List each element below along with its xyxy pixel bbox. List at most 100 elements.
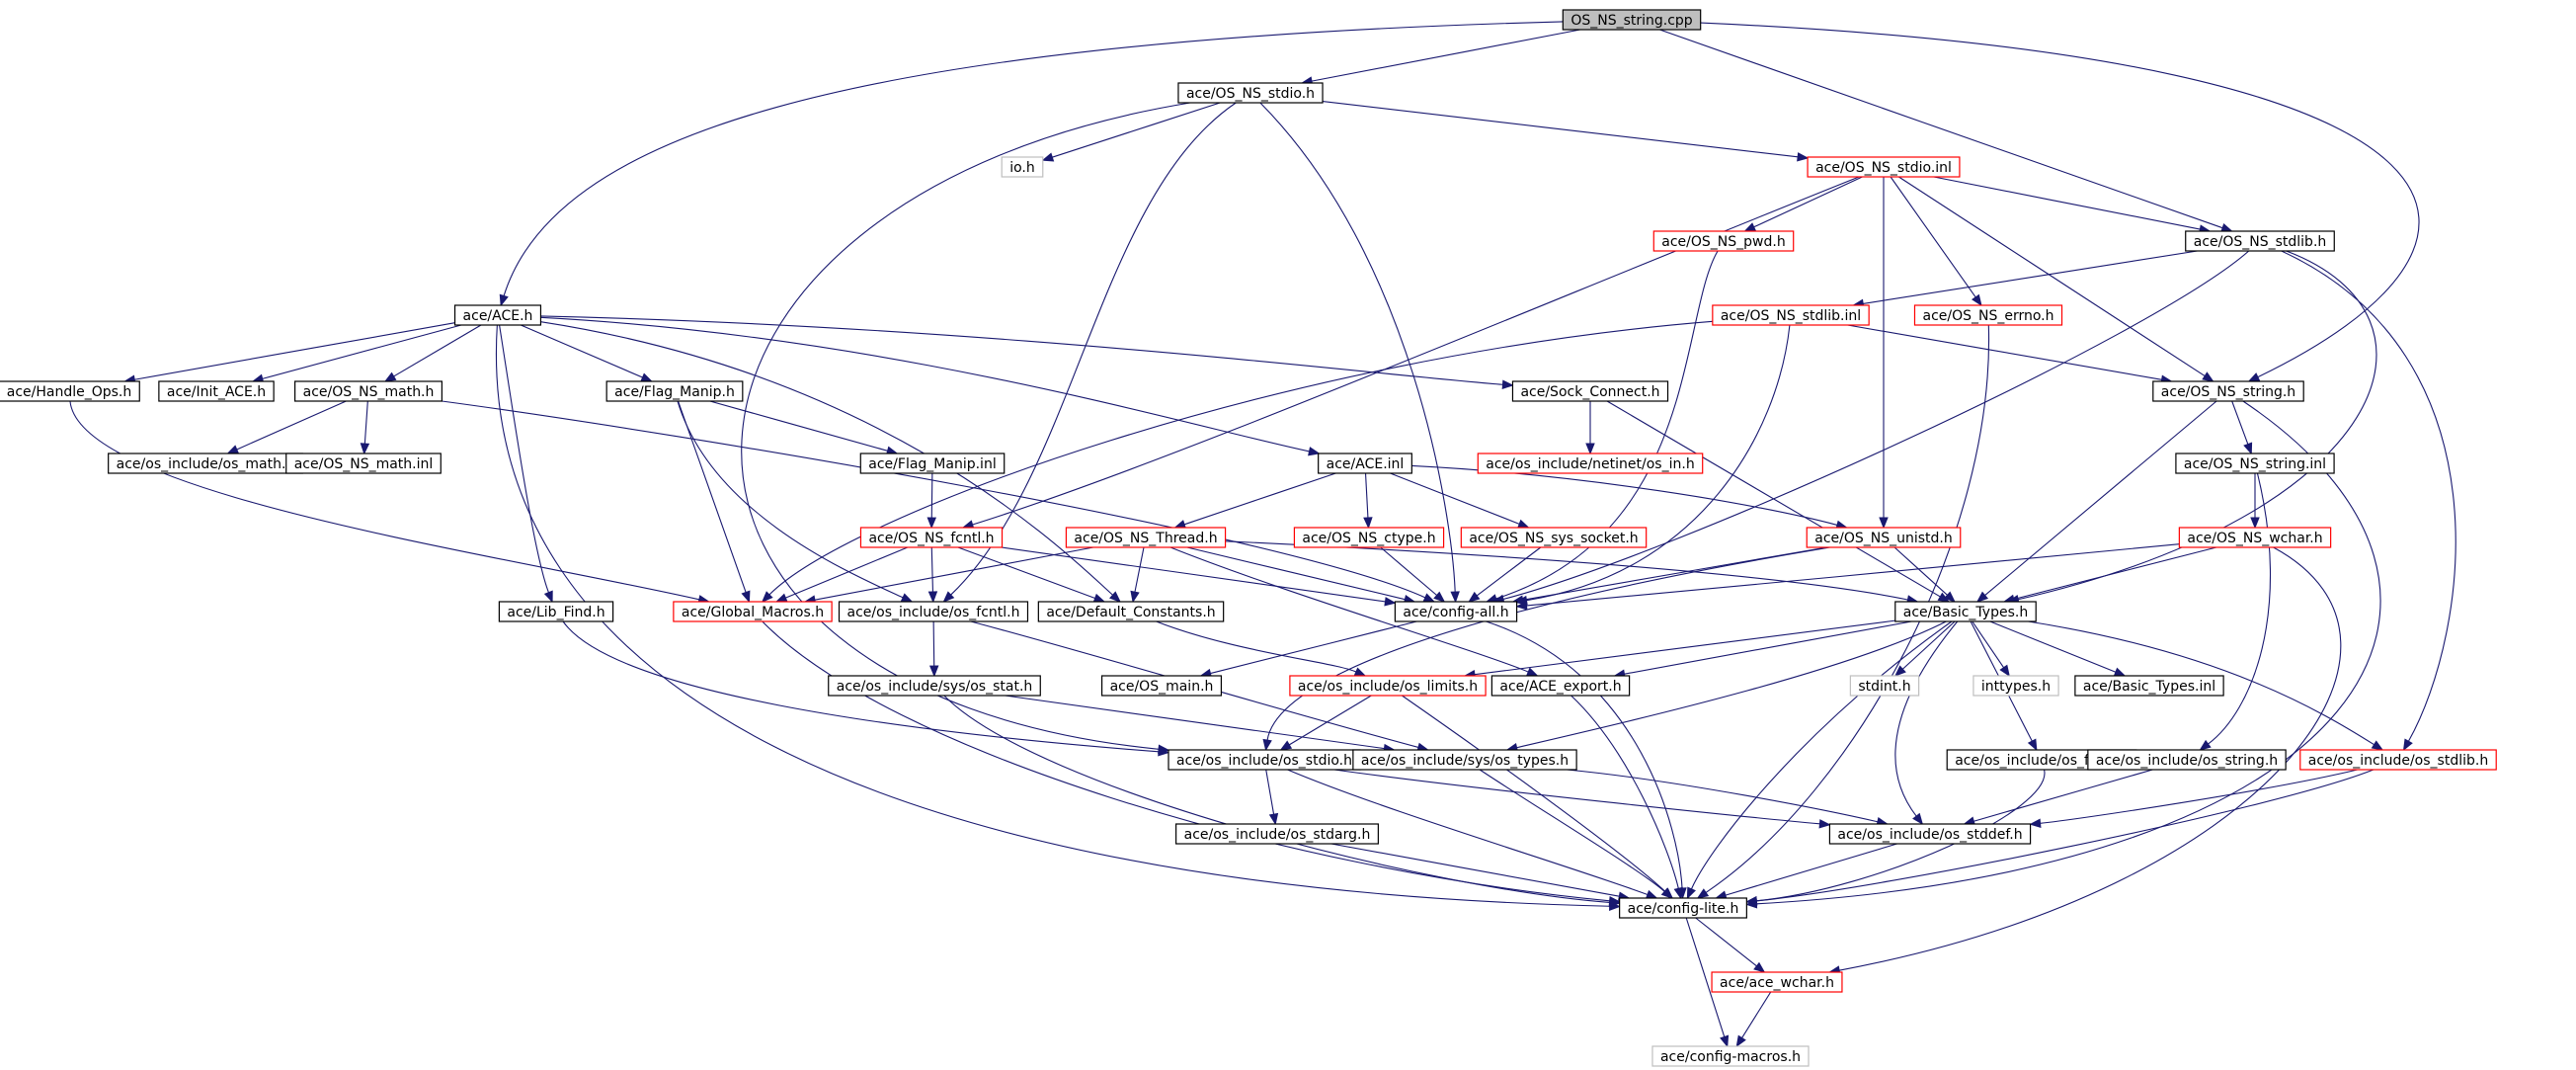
node-ace-os-include-os-fcntl-h[interactable]: ace/os_include/os_fcntl.h	[838, 601, 1029, 622]
edge-layer	[69, 21, 2456, 1048]
edge-os_float-to-config_lite	[1756, 769, 2046, 902]
node-ace-os-ns-string-inl[interactable]: ace/OS_NS_string.inl	[2175, 453, 2335, 474]
arrowhead-icon	[1422, 593, 1436, 603]
node-ace-os-ns-unistd-h[interactable]: ace/OS_NS_unistd.h	[1806, 527, 1962, 548]
edge-config_lite-to-config_macros	[1685, 917, 1726, 1037]
edge-pwd_h-to-config_all	[1495, 250, 1719, 600]
node-ace-lib-find-h[interactable]: ace/Lib_Find.h	[498, 601, 614, 622]
node-ace-sock-connect-h[interactable]: ace/Sock_Connect.h	[1511, 380, 1669, 402]
node-label: ace/OS_NS_string.inl	[2184, 456, 2326, 472]
edge-ace_h-to-init_ace	[262, 324, 462, 379]
node-ace-os-include-os-stdarg-h[interactable]: ace/os_include/os_stdarg.h	[1175, 823, 1379, 845]
edge-unistd_h-to-os_stdio	[1266, 546, 1830, 741]
node-label: ace/Default_Constants.h	[1046, 605, 1215, 620]
node-box	[605, 380, 744, 402]
arrowhead-icon	[2199, 739, 2212, 751]
node-ace-ace-wchar-h[interactable]: ace/ace_wchar.h	[1711, 971, 1843, 993]
edge-wchar_h-to-basic_types_h	[2013, 546, 2217, 601]
node-ace-os-ns-string-h[interactable]: ace/OS_NS_string.h	[2152, 380, 2304, 402]
node-os-ns-string-cpp[interactable]: OS_NS_string.cpp	[1562, 9, 1702, 31]
node-ace-os-ns-fcntl-h[interactable]: ace/OS_NS_fcntl.h	[859, 527, 1004, 548]
node-ace-os-ns-ctype-h[interactable]: ace/OS_NS_ctype.h	[1293, 527, 1445, 548]
node-ace-os-include-os-math-h[interactable]: ace/os_include/os_math.h	[108, 453, 303, 474]
edge-config_all-to-config_lite	[1486, 620, 1683, 889]
edge-fcntl_h-to-config_all	[1001, 546, 1386, 603]
node-ace-os-ns-sys-socket-h[interactable]: ace/OS_NS_sys_socket.h	[1460, 527, 1648, 548]
node-box	[1289, 675, 1487, 697]
node-ace-init-ace-h[interactable]: ace/Init_ACE.h	[158, 380, 275, 402]
edge-os_stdio-to-os_stdarg	[1265, 769, 1275, 815]
node-ace-os-include-os-stddef-h[interactable]: ace/os_include/os_stddef.h	[1828, 823, 2032, 845]
node-ace-os-include-sys-os-stat-h[interactable]: ace/os_include/sys/os_stat.h	[828, 675, 1041, 697]
node-label: ace/OS_NS_stdio.h	[1186, 86, 1315, 102]
node-ace-os-ns-stdio-inl[interactable]: ace/OS_NS_stdio.inl	[1807, 156, 1961, 178]
edge-stdlib_inl-to-string_h	[1847, 324, 2162, 380]
node-box	[1037, 601, 1225, 622]
node-ace-os-include-os-string-h[interactable]: ace/os_include/os_string.h	[2087, 749, 2287, 771]
node-ace-os-ns-thread-h[interactable]: ace/OS_NS_Thread.h	[1065, 527, 1227, 548]
edge-stdlib_h-to-basic_types_h	[2018, 250, 2377, 601]
node-box	[285, 453, 442, 474]
node-ace-os-ns-math-h[interactable]: ace/OS_NS_math.h	[294, 380, 443, 402]
arrowhead-icon	[1686, 886, 1696, 900]
node-ace-os-include-os-limits-h[interactable]: ace/os_include/os_limits.h	[1289, 675, 1487, 697]
node-ace-os-ns-wchar-h[interactable]: ace/OS_NS_wchar.h	[2178, 527, 2332, 548]
node-io-h[interactable]: io.h	[1001, 156, 1044, 178]
node-label: io.h	[1009, 160, 1035, 176]
node-ace-os-include-os-stdlib-h[interactable]: ace/os_include/os_stdlib.h	[2299, 749, 2497, 771]
edge-ace_h-to-lib_find	[499, 324, 549, 593]
arrowhead-icon	[900, 593, 914, 603]
node-label: ace/Flag_Manip.inl	[868, 456, 996, 472]
node-label: ace/ACE.inl	[1327, 456, 1405, 472]
arrowhead-icon	[2250, 517, 2260, 530]
node-ace-os-ns-math-inl[interactable]: ace/OS_NS_math.inl	[285, 453, 442, 474]
node-stdint-h[interactable]: stdint.h	[1849, 675, 1920, 697]
node-ace-os-ns-stdio-h[interactable]: ace/OS_NS_stdio.h	[1177, 82, 1324, 104]
arrowhead-icon	[942, 591, 955, 603]
edge-unistd_h-to-basic_types_h	[1893, 546, 1948, 596]
arrowhead-icon	[2202, 371, 2214, 382]
node-box	[2178, 527, 2332, 548]
node-label: ace/Flag_Manip.h	[614, 384, 735, 400]
arrowhead-icon	[1673, 886, 1683, 900]
node-box	[1894, 601, 2037, 622]
node-ace-os-ns-stdlib-inl[interactable]: ace/OS_NS_stdlib.inl	[1712, 304, 1870, 326]
arrowhead-icon	[1720, 1034, 1730, 1048]
arrowhead-icon	[1797, 152, 1810, 162]
node-ace-os-include-os-stdio-h[interactable]: ace/os_include/os_stdio.h	[1167, 749, 1361, 771]
edge-ace_h-to-math_h	[393, 324, 482, 377]
node-ace-default-constants-h[interactable]: ace/Default_Constants.h	[1037, 601, 1225, 622]
edge-ace_inl-to-unistd_h	[1411, 464, 1838, 526]
node-ace-basic-types-h[interactable]: ace/Basic_Types.h	[1894, 601, 2037, 622]
node-box	[1394, 601, 1518, 622]
node-ace-flag-manip-inl[interactable]: ace/Flag_Manip.inl	[859, 453, 1006, 474]
edge-basic_types_h-to-os_types	[1516, 620, 1947, 749]
node-inttypes-h[interactable]: inttypes.h	[1972, 675, 2059, 697]
node-ace-config-all-h[interactable]: ace/config-all.h	[1394, 601, 1518, 622]
edge-thread_h-to-ace_export	[1169, 546, 1529, 673]
node-ace-global-macros-h[interactable]: ace/Global_Macros.h	[673, 601, 833, 622]
node-ace-ace-inl[interactable]: ace/ACE.inl	[1318, 453, 1412, 474]
node-ace-os-ns-pwd-h[interactable]: ace/OS_NS_pwd.h	[1652, 230, 1795, 252]
node-ace-os-main-h[interactable]: ace/OS_main.h	[1100, 675, 1223, 697]
node-label: ace/os_include/os_string.h	[2096, 753, 2278, 769]
node-ace-handle-ops-h[interactable]: ace/Handle_Ops.h	[0, 380, 140, 402]
node-ace-os-ns-errno-h[interactable]: ace/OS_NS_errno.h	[1913, 304, 2063, 326]
node-box	[453, 304, 542, 326]
node-ace-ace-h[interactable]: ace/ACE.h	[453, 304, 542, 326]
node-ace-basic-types-inl[interactable]: ace/Basic_Types.inl	[2074, 675, 2224, 697]
node-ace-os-include-netinet-os-in-h[interactable]: ace/os_include/netinet/os_in.h	[1477, 453, 1704, 474]
node-ace-flag-manip-h[interactable]: ace/Flag_Manip.h	[605, 380, 744, 402]
edge-handle_ops-to-global_macros	[69, 400, 699, 601]
edge-sock_connect-to-basic_types_h	[1606, 400, 1941, 598]
node-ace-os-include-sys-os-types-h[interactable]: ace/os_include/sys/os_types.h	[1352, 749, 1577, 771]
edge-stdio_h-to-config_all	[1259, 102, 1456, 593]
node-ace-config-macros-h[interactable]: ace/config-macros.h	[1651, 1045, 1810, 1067]
node-ace-os-ns-stdlib-h[interactable]: ace/OS_NS_stdlib.h	[2185, 230, 2335, 252]
node-ace-ace-export-h[interactable]: ace/ACE_export.h	[1490, 675, 1631, 697]
arrowhead-icon	[1525, 667, 1539, 677]
arrowhead-icon	[1433, 591, 1446, 603]
node-label: ace/OS_NS_stdlib.h	[2194, 234, 2327, 250]
node-label: ace/Sock_Connect.h	[1520, 384, 1659, 400]
node-ace-config-lite-h[interactable]: ace/config-lite.h	[1619, 897, 1747, 919]
